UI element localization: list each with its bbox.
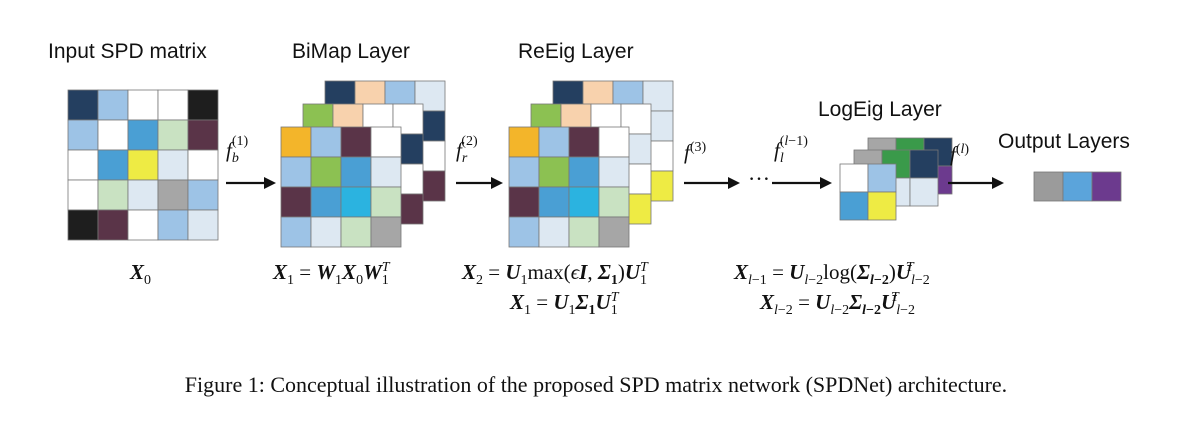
- front-cell: [598, 186, 630, 218]
- architecture-svg: [67, 80, 1122, 248]
- input-cell: [127, 209, 159, 241]
- bimap-stack: [280, 80, 446, 248]
- f1-label: fb(1): [226, 134, 249, 167]
- front-cell: [310, 186, 342, 218]
- logeig-front-cell: [867, 191, 897, 221]
- front-cell: [280, 126, 312, 158]
- arrow-f3-head: [728, 177, 740, 189]
- eq-x1: X1 = W1X0W1T: [273, 260, 390, 289]
- reeig-label: ReEig Layer: [518, 40, 634, 63]
- eq-x1-decomp: X1 = U1Σ1U1T: [510, 290, 619, 319]
- front-cell: [280, 186, 312, 218]
- input-cell: [127, 149, 159, 181]
- f3-label: f(3): [684, 140, 707, 164]
- front-cell: [508, 216, 540, 248]
- eq-xl2: Xl−2 = Ul−2Σl−2Ul−2T: [760, 290, 915, 319]
- front-cell: [568, 186, 600, 218]
- eq-xl1: Xl−1 = Ul−2log(Σl−2)Ul−2T: [734, 260, 930, 289]
- front-cell: [538, 186, 570, 218]
- front-cell: [340, 186, 372, 218]
- logeig-mid-cell: [909, 177, 939, 207]
- input-cell: [187, 209, 219, 241]
- front-cell: [538, 126, 570, 158]
- front-cell: [508, 126, 540, 158]
- front-cell: [538, 156, 570, 188]
- input-cell: [157, 149, 189, 181]
- bimap-label: BiMap Layer: [292, 40, 410, 63]
- arrow-f2-head: [491, 177, 503, 189]
- front-cell: [598, 126, 630, 158]
- input-cell: [157, 179, 189, 211]
- logeig-mid-cell: [909, 149, 939, 179]
- front-cell: [568, 216, 600, 248]
- arrows: [226, 177, 1004, 189]
- front-cell: [370, 216, 402, 248]
- input-cell: [157, 89, 189, 121]
- front-cell: [340, 156, 372, 188]
- input-cell: [127, 179, 159, 211]
- output-vector: [1033, 171, 1122, 202]
- front-cell: [598, 216, 630, 248]
- input-cell: [67, 149, 99, 181]
- input-label: Input SPD matrix: [48, 40, 207, 63]
- input-cell: [67, 119, 99, 151]
- output-cell: [1033, 171, 1064, 202]
- front-cell: [310, 216, 342, 248]
- input-cell: [127, 89, 159, 121]
- input-cell: [97, 89, 129, 121]
- front-cell: [508, 156, 540, 188]
- front-cell: [370, 126, 402, 158]
- front-cell: [310, 156, 342, 188]
- output-label: Output Layers: [998, 130, 1130, 153]
- front-cell: [370, 186, 402, 218]
- front-cell: [568, 156, 600, 188]
- front-cell: [280, 156, 312, 188]
- input-cell: [67, 89, 99, 121]
- f2-label: fr(2): [456, 134, 478, 167]
- reeig-stack: [508, 80, 674, 248]
- input-cell: [97, 149, 129, 181]
- front-cell: [538, 216, 570, 248]
- input-cell: [157, 119, 189, 151]
- output-cell: [1091, 171, 1122, 202]
- input-cell: [67, 209, 99, 241]
- front-cell: [568, 126, 600, 158]
- logeig-stack: [839, 137, 953, 221]
- eq-x2: X2 = U1max(ϵI, Σ1)U1T: [462, 260, 648, 289]
- fl-label: f(l): [950, 142, 970, 166]
- arrow-fl-head: [992, 177, 1004, 189]
- front-cell: [340, 216, 372, 248]
- input-cell: [187, 89, 219, 121]
- eq-x0: X0: [130, 260, 152, 289]
- arrow-fl1-head: [820, 177, 832, 189]
- output-cell: [1062, 171, 1093, 202]
- front-cell: [508, 186, 540, 218]
- arrow-f1-head: [264, 177, 276, 189]
- input-cell: [97, 179, 129, 211]
- figure-caption: Figure 1: Conceptual illustration of the…: [184, 372, 1008, 397]
- input-cell: [127, 119, 159, 151]
- front-cell: [280, 216, 312, 248]
- input-cell: [157, 209, 189, 241]
- front-cell: [310, 126, 342, 158]
- logeig-front-cell: [839, 191, 869, 221]
- front-cell: [340, 126, 372, 158]
- input-matrix: [67, 89, 219, 241]
- dots: …: [748, 160, 770, 185]
- input-cell: [97, 209, 129, 241]
- front-cell: [598, 156, 630, 188]
- fl1-label: fl(l−1): [774, 134, 808, 167]
- input-cell: [187, 179, 219, 211]
- front-cell: [370, 156, 402, 188]
- logeig-label: LogEig Layer: [818, 98, 942, 121]
- input-cell: [97, 119, 129, 151]
- logeig-front-cell: [839, 163, 869, 193]
- input-cell: [67, 179, 99, 211]
- input-cell: [187, 149, 219, 181]
- input-cell: [187, 119, 219, 151]
- logeig-front-cell: [867, 163, 897, 193]
